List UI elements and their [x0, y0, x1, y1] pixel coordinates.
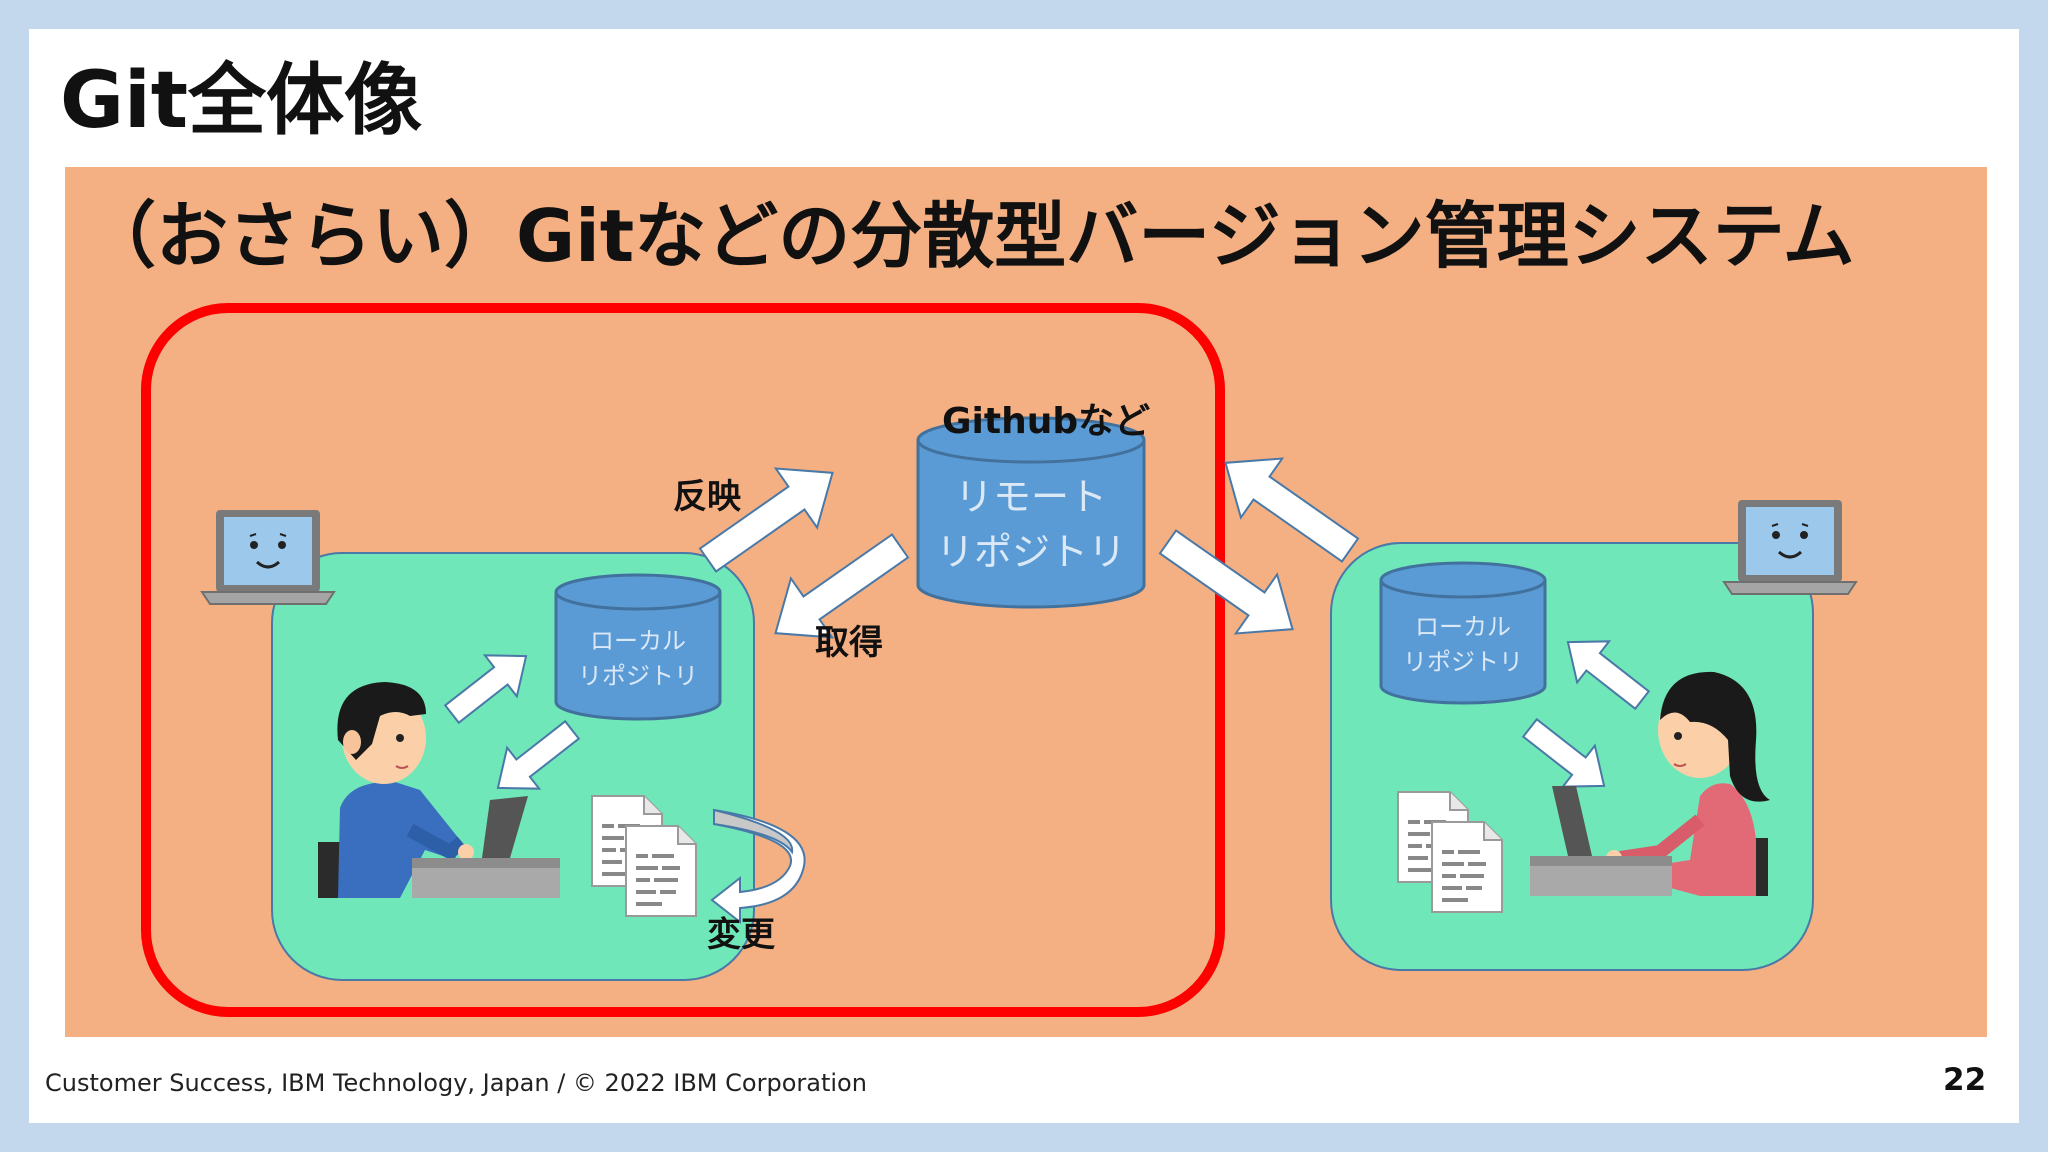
- arrow-fetch-label: 取得: [815, 623, 883, 663]
- local-repo-left-label: ローカル リポジトリ: [556, 624, 720, 694]
- arrow-reflect-label: 反映: [673, 477, 741, 517]
- document-icon: [625, 825, 697, 917]
- local-repo-right-label: ローカル リポジトリ: [1381, 610, 1545, 680]
- change-label: 変更: [707, 915, 775, 955]
- page-number: 22: [1943, 1062, 1987, 1098]
- remote-repo-line1: リモート: [954, 475, 1107, 519]
- highlight-frame: [141, 303, 1225, 1017]
- laptop-icon: [412, 796, 560, 898]
- remote-repository-cylinder: [916, 416, 1146, 609]
- footer-text: Customer Success, IBM Technology, Japan …: [45, 1069, 867, 1097]
- laptop-face-icon: [1722, 498, 1858, 596]
- arrow-fetch: [774, 533, 910, 639]
- arrow-commit-right: [1566, 640, 1651, 711]
- slide-title: Git全体像: [60, 56, 423, 146]
- arrow-reflect: [698, 467, 834, 573]
- arrow-push-right: [1224, 457, 1360, 563]
- local-repo-left-line1: ローカル: [590, 627, 686, 655]
- laptop-face-icon: [200, 508, 336, 606]
- remote-repo-label: リモート リポジトリ: [918, 470, 1144, 580]
- local-repo-right-line2: リポジトリ: [1403, 647, 1523, 676]
- arrow-commit-left: [443, 654, 528, 725]
- remote-repo-line2: リポジトリ: [935, 530, 1126, 575]
- curved-arrow-icon: [710, 808, 806, 925]
- local-repository-cylinder-left: [554, 573, 722, 721]
- local-repo-right-line1: ローカル: [1415, 613, 1511, 641]
- arrow-checkout-right: [1521, 717, 1606, 788]
- document-icon: [1431, 821, 1503, 913]
- arrow-checkout-left: [496, 719, 581, 790]
- person-male-icon: [318, 682, 474, 898]
- slide-subtitle: （おさらい）Gitなどの分散型バージョン管理システム: [84, 194, 1855, 278]
- local-repository-cylinder-right: [1379, 561, 1547, 705]
- local-repo-left-line2: リポジトリ: [578, 661, 698, 690]
- laptop-icon: [1530, 786, 1672, 896]
- remote-host-label: Githubなど: [942, 401, 1151, 442]
- arrow-pull-right: [1158, 529, 1294, 635]
